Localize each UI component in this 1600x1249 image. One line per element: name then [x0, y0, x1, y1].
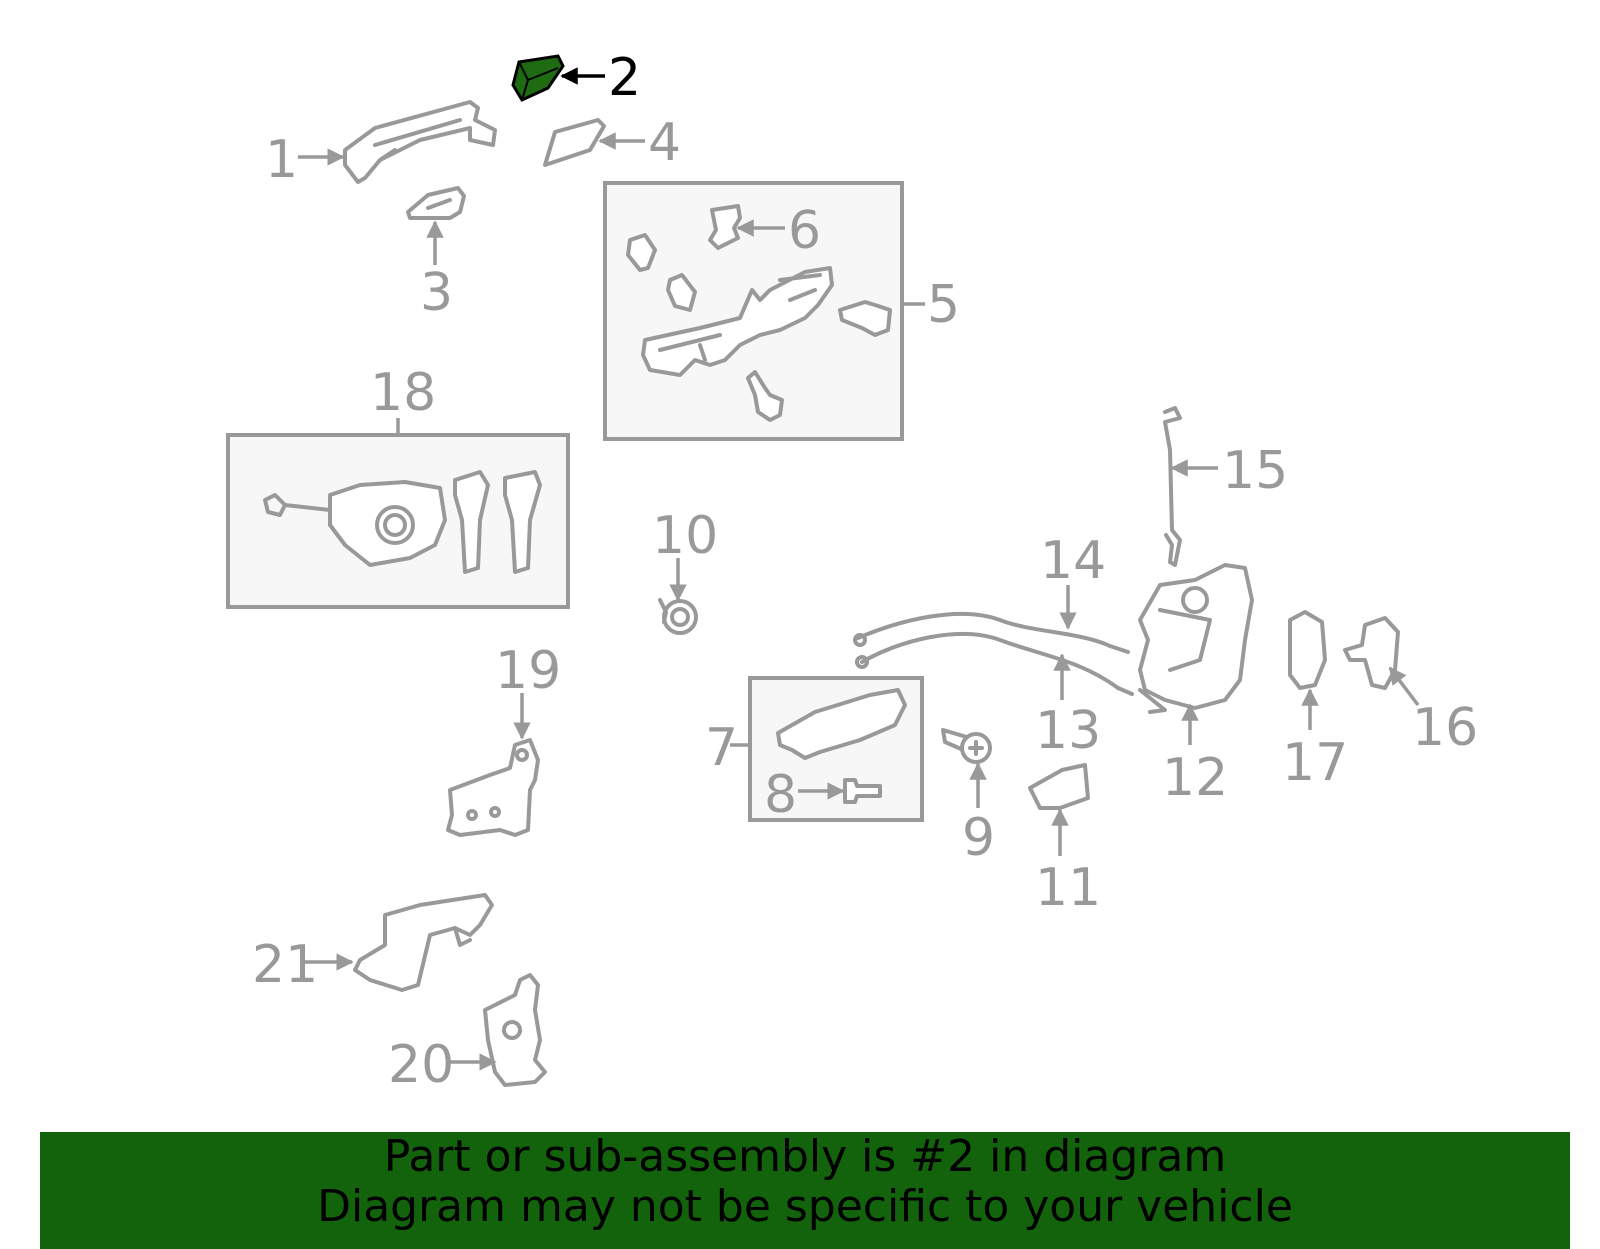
- part-6-clip: [708, 204, 742, 250]
- part-12-latch: [1138, 563, 1254, 714]
- callout-11: 11: [1035, 858, 1101, 918]
- callout-1: 1: [265, 130, 298, 190]
- info-banner: Part or sub-assembly is #2 in diagram Di…: [40, 1132, 1570, 1249]
- callout-10: 10: [652, 506, 718, 566]
- callout-3: 3: [420, 263, 453, 323]
- callout-9: 9: [962, 808, 995, 868]
- part-13-14-cables: [853, 611, 1134, 696]
- part-21-check: [353, 893, 494, 992]
- callout-12: 12: [1162, 748, 1228, 808]
- part-5-handle-frame: [626, 233, 892, 422]
- callout-2: 2: [608, 48, 641, 108]
- banner-line-2: Diagram may not be specific to your vehi…: [317, 1181, 1293, 1232]
- callout-5: 5: [927, 275, 960, 335]
- part-2-highlighted[interactable]: [511, 54, 565, 102]
- part-20-hinge-lower: [483, 973, 547, 1087]
- callout-19: 19: [495, 641, 561, 701]
- parts-diagram: 2 1 4 3 5 6 18: [226, 48, 1478, 1095]
- callout-17: 17: [1282, 733, 1348, 793]
- part-11-cap: [1028, 763, 1090, 810]
- callout-15: 15: [1222, 441, 1288, 501]
- part-17-plate: [1288, 610, 1327, 690]
- callout-6: 6: [788, 201, 821, 261]
- callout-20: 20: [388, 1035, 454, 1095]
- part-16-striker: [1343, 616, 1400, 690]
- callout-18: 18: [370, 363, 436, 423]
- part-7-bracket: [776, 688, 907, 760]
- part-1-outer-handle: [343, 100, 497, 184]
- callout-21: 21: [252, 935, 318, 995]
- part-15-rod: [1163, 406, 1182, 567]
- leader-16: [1388, 666, 1420, 707]
- callout-13: 13: [1035, 701, 1101, 761]
- part-8-clip: [843, 778, 882, 804]
- callout-14: 14: [1040, 531, 1106, 591]
- part-19-hinge: [446, 738, 540, 837]
- callout-16: 16: [1412, 698, 1478, 758]
- part-9-screw: [941, 728, 992, 764]
- callout-4: 4: [648, 113, 681, 173]
- part-18-lock-set: [263, 470, 542, 574]
- part-3-bezel: [406, 186, 466, 220]
- banner-line-1: Part or sub-assembly is #2 in diagram: [383, 1131, 1227, 1182]
- part-10-grommet: [658, 598, 698, 635]
- callout-8: 8: [764, 765, 797, 825]
- callout-7: 7: [705, 718, 738, 778]
- part-4-cover: [543, 118, 606, 167]
